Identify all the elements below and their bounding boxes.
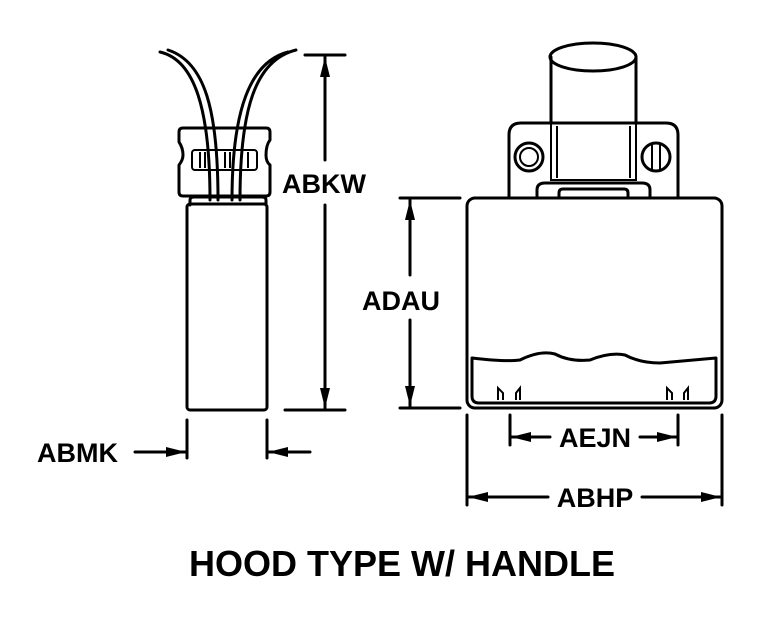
dimension-abhp: ABHP (465, 413, 724, 513)
handle-base-inner (557, 187, 630, 200)
handle-base (535, 181, 652, 200)
label-aejn: AEJN (559, 423, 631, 453)
label-adau: ADAU (362, 286, 440, 316)
dimension-aejn: AEJN (508, 413, 680, 453)
screw-left-inner (519, 147, 539, 167)
side-view-component (158, 48, 298, 412)
mounting-bracket (507, 121, 680, 200)
screw-left (513, 141, 545, 173)
label-abhp: ABHP (557, 483, 634, 513)
dimension-abkw: ABKW (282, 53, 366, 412)
terminal-marks (199, 152, 249, 168)
mounting-clip (177, 126, 272, 198)
base-band (470, 351, 718, 405)
terminal-block (191, 149, 258, 171)
capacitor-housing (465, 196, 724, 410)
label-abkw: ABKW (282, 169, 366, 199)
left-wire (158, 48, 220, 202)
screw-right (640, 141, 672, 173)
diagram-title: HOOD TYPE W/ HANDLE (189, 543, 615, 584)
dimension-abmk: ABMK (37, 418, 312, 468)
front-view-component (465, 41, 724, 410)
label-abmk: ABMK (37, 438, 118, 468)
screw-slot (651, 145, 661, 169)
handle-top (548, 41, 638, 73)
capacitor-body (185, 202, 269, 412)
bracket-slot (550, 123, 637, 181)
handle-tube (549, 55, 638, 125)
base-tabs (497, 385, 689, 400)
body-cap (188, 195, 268, 207)
dimension-adau: ADAU (362, 196, 462, 410)
